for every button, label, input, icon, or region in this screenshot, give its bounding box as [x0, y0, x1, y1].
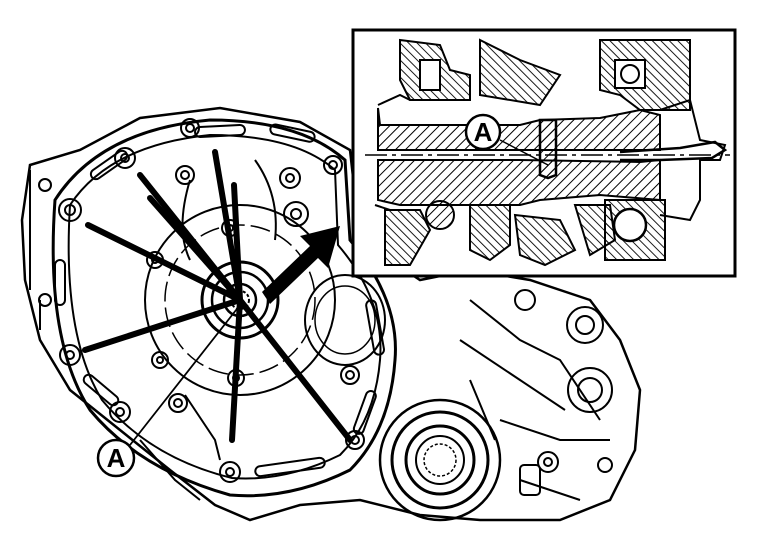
side-bore — [304, 274, 386, 366]
flange-slots — [54, 123, 385, 478]
reference-rays — [82, 149, 353, 443]
bell-flange-outer — [51, 118, 397, 498]
inset-shaft-lower — [377, 158, 661, 206]
callout-a-main-label: A — [107, 443, 126, 473]
inset-detail — [351, 28, 737, 278]
housing-outline — [20, 106, 642, 522]
flange-bolt-holes — [58, 118, 365, 483]
callout-leaders — [129, 304, 241, 446]
inset-bearing-ball-left — [425, 200, 455, 230]
left-casting-details — [29, 159, 309, 501]
inset-bearing-ball-right — [612, 207, 648, 243]
inner-casting-ring — [144, 204, 336, 396]
right-casting-details — [459, 289, 613, 501]
callout-a-inset-label: A — [474, 117, 493, 147]
inset-pointer-arrow — [262, 226, 340, 304]
callout-a-inset: A — [464, 113, 502, 151]
callout-a-main: A — [96, 438, 136, 478]
inset-oil-seal — [538, 118, 558, 180]
differential-bearing — [378, 398, 502, 522]
transaxle-housing — [20, 106, 642, 522]
